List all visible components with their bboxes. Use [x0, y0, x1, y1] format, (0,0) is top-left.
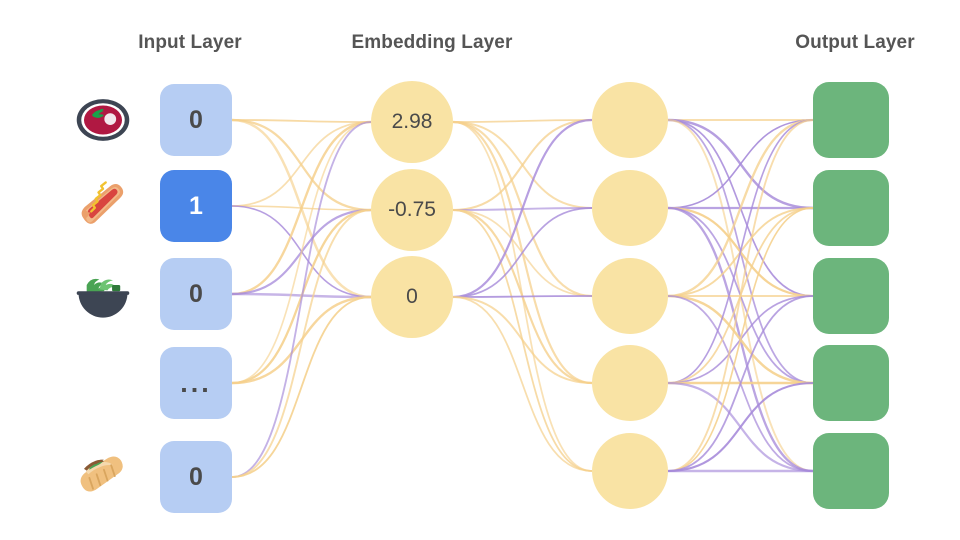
burrito-icon	[74, 448, 132, 506]
connection-edge	[452, 119, 593, 123]
embedding-node[interactable]: -0.75	[371, 169, 453, 251]
output-node-box[interactable]	[813, 258, 889, 334]
connection-edge	[231, 121, 372, 384]
green-salad-icon	[74, 265, 132, 323]
embedding-node[interactable]: 2.98	[371, 81, 453, 163]
connection-edge	[452, 295, 593, 298]
input-node-box[interactable]: 0	[160, 84, 232, 156]
connection-edge	[452, 207, 593, 298]
connection-edge	[452, 118, 593, 212]
input-node-box[interactable]: 1	[160, 170, 232, 242]
connection-edge	[667, 119, 814, 472]
input-node-box[interactable]: ...	[160, 347, 232, 419]
output-node-box[interactable]	[813, 82, 889, 158]
connection-edge	[667, 119, 814, 209]
connection-edge	[452, 118, 593, 299]
bowl-of-soup-icon	[74, 91, 132, 149]
output-node-box[interactable]	[813, 433, 889, 509]
hidden-node[interactable]	[592, 345, 668, 421]
title-output-layer: Output Layer	[795, 32, 915, 53]
connection-edge	[452, 296, 593, 384]
connection-edge	[231, 209, 372, 478]
hot-dog-icon	[74, 177, 132, 235]
input-node-box[interactable]: 0	[160, 441, 232, 513]
connection-edge	[452, 296, 593, 472]
connection-edge	[231, 120, 372, 296]
connection-edge	[667, 381, 814, 473]
hidden-node[interactable]	[592, 170, 668, 246]
title-input-layer: Input Layer	[138, 32, 242, 53]
output-node-box[interactable]	[813, 345, 889, 421]
connection-edge	[667, 207, 814, 472]
embedding-node[interactable]: 0	[371, 256, 453, 338]
output-node-box[interactable]	[813, 170, 889, 246]
connection-edge	[231, 121, 372, 478]
input-node-box[interactable]: 0	[160, 258, 232, 330]
hidden-node[interactable]	[592, 82, 668, 158]
connection-edge	[231, 296, 372, 478]
title-embedding-layer: Embedding Layer	[351, 32, 513, 53]
connection-edge	[231, 121, 372, 207]
hidden-node[interactable]	[592, 433, 668, 509]
connection-edge	[667, 119, 814, 384]
connection-edge	[667, 295, 814, 472]
hidden-node[interactable]	[592, 258, 668, 334]
connection-edge	[231, 119, 372, 123]
ellipsis-icon	[74, 354, 132, 412]
connection-edge	[667, 118, 814, 298]
